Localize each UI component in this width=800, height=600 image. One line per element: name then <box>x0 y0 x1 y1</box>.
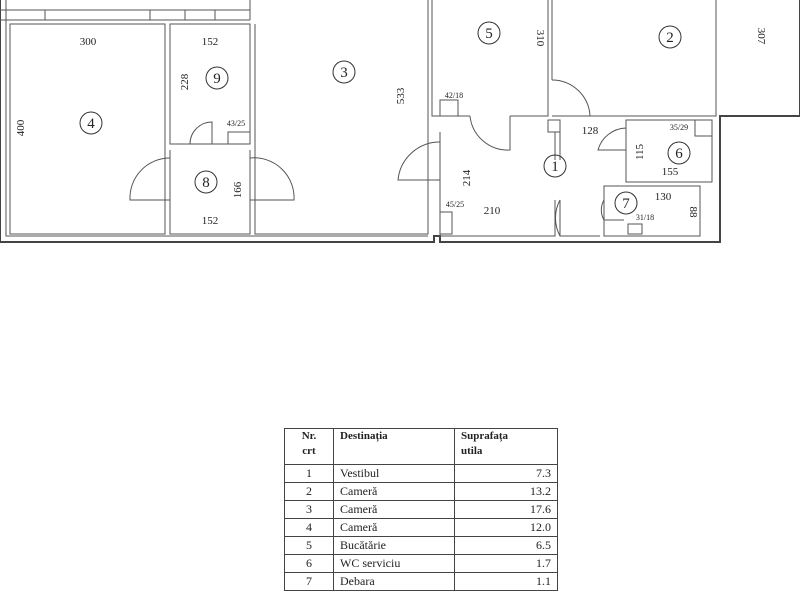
dim-r9-duct: 43/25 <box>227 119 245 128</box>
room-number-4: 4 <box>87 116 95 132</box>
table-header-row: Nr. crt Destinația Suprafața utila <box>284 428 558 465</box>
room-number-5: 5 <box>485 26 493 42</box>
table-row: 3 Cameră 17.6 <box>284 500 558 519</box>
dim-r5-duct: 42/18 <box>445 91 463 100</box>
dim-hall-width: 210 <box>484 205 501 217</box>
cell-suprafata: 1.7 <box>454 554 558 573</box>
cell-suprafata: 7.3 <box>454 464 558 483</box>
cell-destinatia: Cameră <box>333 500 455 519</box>
dim-r5-height: 310 <box>534 30 546 47</box>
dim-r9-height: 228 <box>179 73 191 90</box>
room-number-8: 8 <box>202 175 210 191</box>
cell-suprafata: 13.2 <box>454 482 558 501</box>
cell-nr: 2 <box>284 482 334 501</box>
cell-nr: 5 <box>284 536 334 555</box>
cell-suprafata: 6.5 <box>454 536 558 555</box>
dim-r7-height: 88 <box>687 207 699 219</box>
table-row: 2 Cameră 13.2 <box>284 482 558 501</box>
cell-destinatia: WC serviciu <box>333 554 455 573</box>
dim-r6-height: 115 <box>634 143 646 160</box>
cell-destinatia: Vestibul <box>333 464 455 483</box>
dim-r6-width: 155 <box>662 166 679 178</box>
table-row: 6 WC serviciu 1.7 <box>284 554 558 573</box>
room-number-1: 1 <box>551 159 559 175</box>
cell-destinatia: Bucătărie <box>333 536 455 555</box>
cell-destinatia: Cameră <box>333 482 455 501</box>
room-number-markers: 1 2 3 4 5 6 7 8 9 <box>79 21 691 215</box>
header-suprafata-line2: utila <box>461 445 483 457</box>
cell-nr: 1 <box>284 464 334 483</box>
cell-nr: 4 <box>284 518 334 537</box>
header-nr-line1: Nr. <box>301 430 317 442</box>
dim-r4-width: 300 <box>80 36 97 48</box>
dim-r2-height: 307 <box>755 28 767 45</box>
walls <box>0 0 800 243</box>
area-table: Nr. crt Destinația Suprafața utila 1 Ves… <box>284 428 558 591</box>
room-number-7: 7 <box>622 196 630 212</box>
dimension-labels: 300 400 152 228 43/25 533 152 166 310 42… <box>15 28 767 227</box>
dim-r8-width: 152 <box>202 215 219 227</box>
room-number-6: 6 <box>675 146 683 162</box>
cell-destinatia: Debara <box>333 572 455 591</box>
cell-nr: 3 <box>284 500 334 519</box>
dim-r3-height: 533 <box>395 87 407 104</box>
dim-hall-duct: 45/25 <box>446 200 464 209</box>
cell-suprafata: 17.6 <box>454 500 558 519</box>
dim-r6-width-top: 128 <box>582 125 599 137</box>
header-destinatia: Destinația <box>333 428 455 465</box>
header-nr-line2: crt <box>302 445 316 457</box>
dim-r7-width: 130 <box>655 191 672 203</box>
header-suprafata: Suprafața utila <box>454 428 558 465</box>
room-number-9: 9 <box>213 71 221 87</box>
table-row: 7 Debara 1.1 <box>284 572 558 591</box>
room-number-3: 3 <box>340 65 348 81</box>
header-suprafata-line1: Suprafața <box>461 430 509 442</box>
header-nr: Nr. crt <box>284 428 334 465</box>
table-row: 5 Bucătărie 6.5 <box>284 536 558 555</box>
table-row: 4 Cameră 12.0 <box>284 518 558 537</box>
dim-r9-width: 152 <box>202 36 219 48</box>
cell-destinatia: Cameră <box>333 518 455 537</box>
dim-r7-duct: 31/18 <box>636 213 654 222</box>
dim-r4-height: 400 <box>15 119 27 136</box>
floor-plan: 1 2 3 4 5 6 7 8 9 300 400 152 228 43/25 … <box>0 0 800 243</box>
cell-suprafata: 12.0 <box>454 518 558 537</box>
door-swings <box>129 79 627 237</box>
cell-suprafata: 1.1 <box>454 572 558 591</box>
table-row: 1 Vestibul 7.3 <box>284 464 558 483</box>
cell-nr: 7 <box>284 572 334 591</box>
cell-nr: 6 <box>284 554 334 573</box>
room-number-2: 2 <box>666 30 674 46</box>
dim-hall-height: 214 <box>461 169 473 186</box>
dim-r8-height: 166 <box>232 181 244 198</box>
dim-r6-duct: 35/29 <box>670 123 688 132</box>
